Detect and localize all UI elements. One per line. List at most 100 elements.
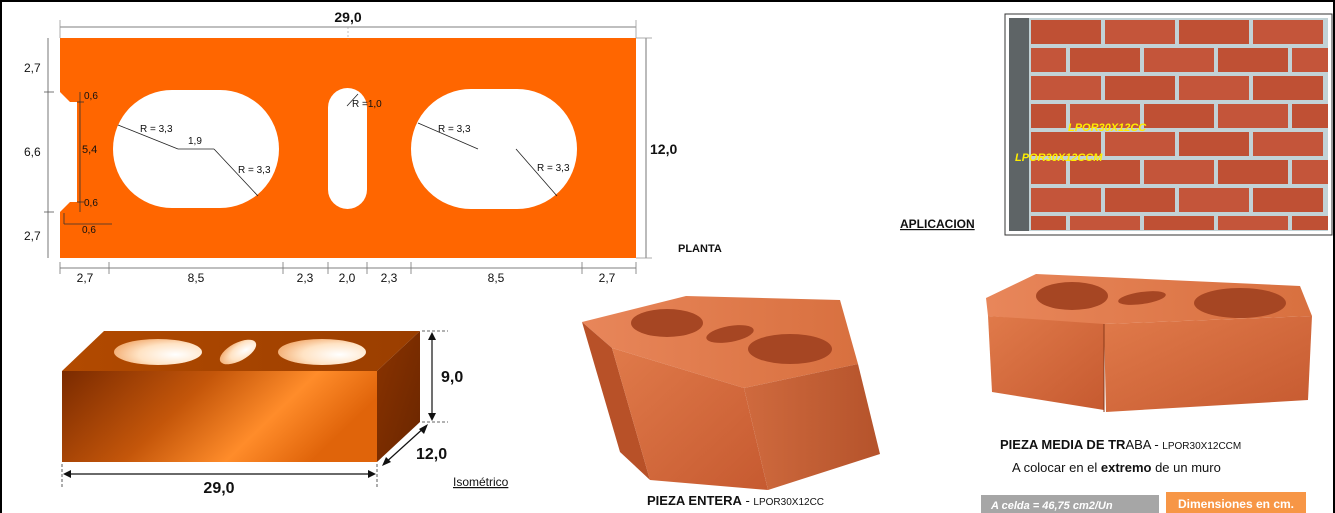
dim-bottom-3: 2,3	[297, 271, 314, 285]
aplicacion-label: APLICACION	[900, 217, 975, 231]
dim-overall-width: 12,0	[650, 141, 677, 157]
wall-brick	[1179, 132, 1249, 156]
arrowhead	[382, 457, 391, 466]
wall-brick	[1292, 104, 1328, 128]
dim-overall-length: 29,0	[334, 9, 361, 25]
plan-label: PLANTA	[678, 243, 722, 255]
slot-radius: R =1,0	[352, 99, 382, 110]
wall-brick	[1179, 20, 1249, 44]
right-cell-radius-2: R = 3,3	[537, 163, 570, 174]
wall-brick	[1253, 132, 1323, 156]
wall-tag-cc: LPOR30X12CC	[1068, 122, 1147, 134]
iso-label: Isométrico	[453, 475, 509, 489]
iso-length: 29,0	[203, 480, 234, 497]
wall-brick	[1253, 20, 1323, 44]
area-badge	[981, 495, 1159, 513]
wall-brick	[1031, 160, 1066, 184]
iso-front-face	[62, 371, 377, 462]
wall-brick	[1218, 48, 1288, 72]
iso-hole-slot	[219, 339, 257, 365]
caption-half-code: LPOR30X12CCM	[1162, 441, 1242, 452]
wall-brick	[1105, 76, 1175, 100]
photo1-hole-slot	[706, 325, 754, 343]
caption-half-sep: -	[1150, 437, 1163, 452]
caption-half-title-rest: ABA	[1125, 437, 1151, 452]
arrowhead	[428, 413, 436, 421]
radius-line	[515, 148, 558, 197]
wall-brick	[1031, 216, 1066, 230]
wall-photo: LPOR30X12CC LPOR30X12CCM	[1004, 13, 1333, 236]
caption-full-code: LPOR30X12CC	[753, 497, 825, 508]
plan-slot	[328, 88, 367, 209]
dim-left-bottom: 2,7	[24, 229, 41, 243]
wall-brick	[1218, 216, 1288, 230]
caption-full-brick: PIEZA ENTERA - LPOR30X12CC	[647, 493, 824, 508]
units-badge	[1166, 492, 1306, 513]
wall-brick	[1292, 160, 1328, 184]
photo-half-brick	[986, 274, 1312, 412]
caption-half-note: A colocar en el extremo de un muro	[1012, 460, 1221, 475]
wall-tag-ccm: LPOR30X12CCM	[1015, 152, 1103, 164]
wall-bricks	[1031, 20, 1328, 230]
dim-notch-depth: 0,6	[82, 225, 96, 236]
dim-bottom-1: 2,7	[77, 271, 94, 285]
left-cell-gap: 1,9	[188, 136, 202, 147]
dim-bottom-2: 8,5	[188, 271, 205, 285]
caption-half-brick: PIEZA MEDIA DE TRABA - LPOR30X12CCM	[1000, 437, 1241, 452]
dim-notch-bottom: 0,6	[84, 198, 98, 209]
wall-brick	[1031, 48, 1066, 72]
caption-half-title-bold: PIEZA MEDIA DE TR	[1000, 437, 1126, 452]
radius-line	[117, 124, 179, 150]
dim-bottom-4: 2,0	[339, 271, 356, 285]
arrowhead	[428, 332, 436, 340]
dim-bottom-6: 8,5	[488, 271, 505, 285]
wall-brick	[1031, 20, 1101, 44]
photo1-front	[612, 348, 768, 490]
note-bold: extremo	[1100, 460, 1152, 475]
photo2-hole-slot	[1118, 291, 1166, 305]
photo1-hole-right	[748, 334, 832, 364]
wall-brick	[1031, 104, 1066, 128]
bottom-dim-ticks	[59, 262, 637, 274]
photo2-hole-right	[1194, 288, 1286, 318]
wall-brick	[1144, 160, 1214, 184]
note-post: de un muro	[1151, 460, 1221, 475]
isometric-view: 9,0 12,0 29,0 Isométrico	[61, 330, 509, 497]
photo-full-brick	[582, 296, 880, 490]
caption-full-sep: -	[741, 493, 754, 508]
dim-notch-mid: 5,4	[82, 144, 97, 156]
wall-brick	[1144, 216, 1214, 230]
photo2-front-right	[1104, 316, 1312, 412]
wall-brick	[1031, 76, 1101, 100]
dim-line-depth	[383, 425, 427, 465]
wall-brick	[1218, 160, 1288, 184]
wall-brick	[1070, 216, 1140, 230]
iso-hole-left	[114, 339, 202, 365]
photo1-hole-left	[631, 309, 703, 337]
arrowhead	[419, 424, 428, 434]
dim-left-mid: 6,6	[24, 145, 41, 159]
wall-brick	[1292, 216, 1328, 230]
iso-side-face	[377, 331, 420, 462]
wall-brick	[1105, 132, 1175, 156]
photo2-hole-left	[1036, 282, 1108, 310]
units-text: Dimensiones en cm.	[1178, 497, 1294, 511]
dim-bottom-5: 2,3	[381, 271, 398, 285]
dim-left-top: 2,7	[24, 61, 41, 75]
photo2-front-left	[988, 316, 1104, 410]
left-cell-radius-1: R = 3,3	[140, 124, 173, 135]
dim-bottom-7: 2,7	[599, 271, 616, 285]
right-cell-radius-1: R = 3,3	[438, 124, 471, 135]
wall-brick	[1070, 104, 1140, 128]
iso-height: 9,0	[441, 369, 463, 386]
wall-brick	[1179, 188, 1249, 212]
wall-brick	[1292, 48, 1328, 72]
wall-brick	[1031, 132, 1101, 156]
wall-brick	[1218, 104, 1288, 128]
wall-brick	[1144, 104, 1214, 128]
wall-brick	[1253, 188, 1323, 212]
plan-right-cell	[411, 89, 577, 209]
wall-brick	[1105, 20, 1175, 44]
